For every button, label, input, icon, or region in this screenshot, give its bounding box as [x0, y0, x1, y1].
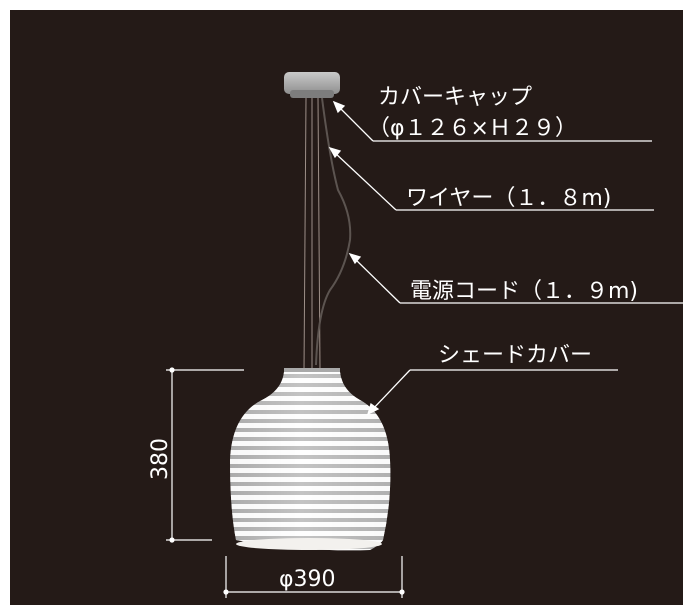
cover-cap-size-label: （φ１２６×Ｈ２９） [368, 116, 577, 141]
power-cord [315, 97, 352, 366]
wire-label: ワイヤー（１．８m) [406, 186, 611, 211]
height-value: 380 [148, 438, 173, 480]
suspension-wire [303, 97, 321, 371]
width-dimension [223, 556, 405, 598]
shade-cover [230, 368, 391, 551]
callout-lines [328, 100, 684, 416]
cover-cap-label: カバーキャップ [378, 85, 532, 110]
shade-cover-label: シェードカバー [438, 343, 592, 368]
cover-cap [284, 72, 340, 98]
power-cord-label: 電源コード（１．９m) [410, 279, 638, 304]
diameter-value: φ390 [279, 567, 336, 592]
height-dimension [166, 367, 244, 543]
